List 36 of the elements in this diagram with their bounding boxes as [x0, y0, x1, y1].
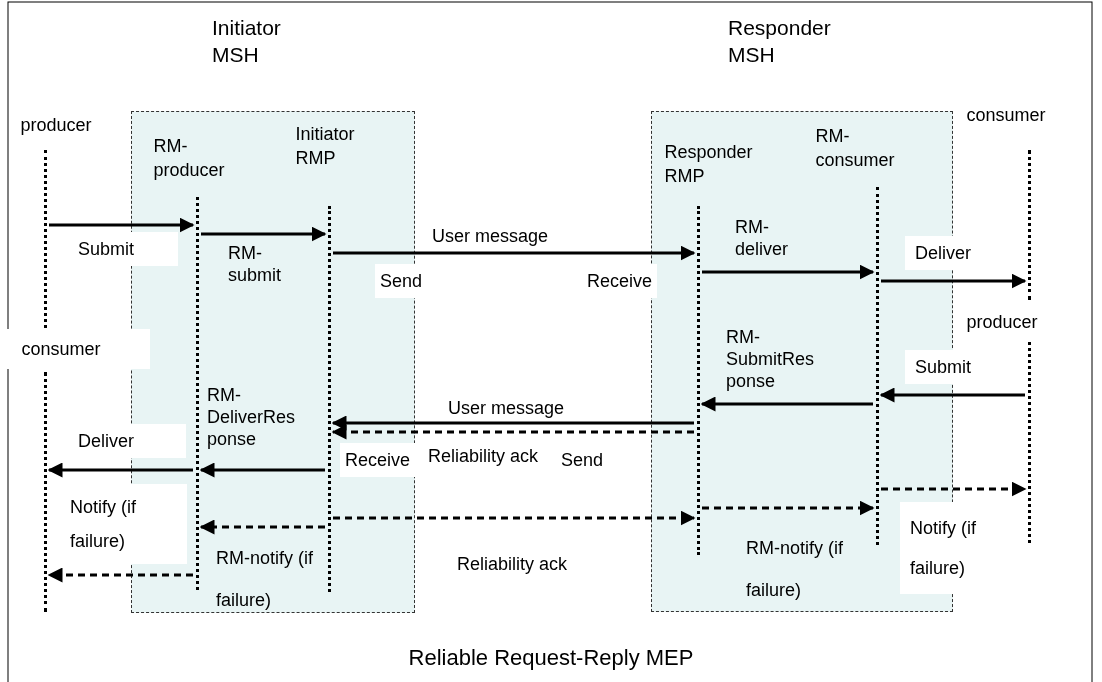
- edge-label: RM- deliver: [735, 216, 790, 260]
- lifeline-label: RM- consumer: [815, 125, 896, 172]
- edge-label: RM- DeliverRes ponse: [207, 384, 297, 450]
- arrow: [700, 396, 873, 412]
- lifeline-label: RM- producer: [153, 135, 226, 182]
- edge-label: Reliability ack: [428, 445, 540, 467]
- lifeline-label: producer: [20, 114, 93, 137]
- message-event-label: Receive: [340, 443, 416, 477]
- arrow: [702, 264, 875, 280]
- dashed-arrow: [702, 500, 875, 516]
- edge-label: RM-notify (if failure): [746, 537, 844, 602]
- arrow: [333, 245, 696, 261]
- arrow: [881, 273, 1027, 289]
- dashed-arrow: [881, 481, 1027, 497]
- arrow: [201, 226, 327, 242]
- arrow: [199, 462, 325, 478]
- edge-label: Reliability ack: [457, 553, 569, 575]
- dashed-arrow: [47, 567, 193, 583]
- arrow: [47, 462, 193, 478]
- arrow: [49, 217, 195, 233]
- msh-heading: Responder MSH: [728, 15, 832, 68]
- dashed-arrow: [199, 519, 325, 535]
- edge-label: User message: [448, 397, 566, 419]
- edge-label: User message: [432, 225, 550, 247]
- arrow: [879, 387, 1025, 403]
- lifeline-label: producer: [966, 311, 1039, 334]
- edge-label: RM-notify (if failure): [216, 547, 314, 612]
- lifeline-label: Responder RMP: [664, 141, 754, 188]
- edge-label: RM- SubmitRes ponse: [726, 326, 816, 392]
- edge-label: RM- submit: [228, 242, 282, 286]
- msh-heading: Initiator MSH: [212, 15, 282, 68]
- diagram-caption: Reliable Request-Reply MEP: [408, 644, 694, 672]
- lifeline-label: Initiator RMP: [295, 123, 356, 170]
- lifeline-label: consumer: [966, 104, 1047, 127]
- dashed-arrow: [331, 424, 694, 440]
- dashed-arrow: [333, 510, 696, 526]
